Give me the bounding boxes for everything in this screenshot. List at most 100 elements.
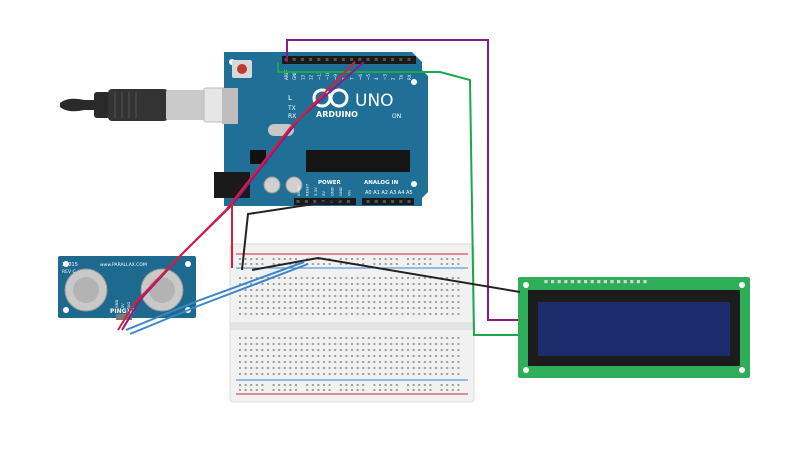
breadboard-hole[interactable] (457, 307, 460, 309)
breadboard-hole[interactable] (244, 263, 247, 265)
breadboard-hole[interactable] (306, 384, 309, 386)
breadboard-hole[interactable] (283, 313, 286, 315)
breadboard-hole[interactable] (395, 307, 398, 309)
breadboard-hole[interactable] (362, 355, 365, 357)
breadboard-hole[interactable] (418, 343, 421, 345)
breadboard-hole[interactable] (272, 384, 275, 386)
breadboard-hole[interactable] (334, 367, 337, 369)
breadboard-hole[interactable] (418, 313, 421, 315)
breadboard-hole[interactable] (407, 349, 409, 351)
breadboard-hole[interactable] (278, 263, 281, 265)
breadboard-hole[interactable] (289, 384, 292, 386)
breadboard-hole[interactable] (440, 389, 443, 391)
breadboard-hole[interactable] (390, 349, 393, 351)
breadboard-hole[interactable] (278, 373, 281, 375)
breadboard-hole[interactable] (328, 367, 331, 369)
breadboard-hole[interactable] (429, 349, 432, 351)
breadboard-hole[interactable] (306, 337, 309, 339)
breadboard-hole[interactable] (395, 283, 398, 285)
breadboard-hole[interactable] (395, 355, 398, 357)
breadboard-hole[interactable] (418, 258, 421, 260)
breadboard-hole[interactable] (283, 258, 286, 260)
breadboard-hole[interactable] (407, 337, 409, 339)
breadboard-hole[interactable] (239, 361, 241, 363)
breadboard-hole[interactable] (367, 337, 370, 339)
breadboard-hole[interactable] (401, 361, 404, 363)
breadboard-hole[interactable] (300, 343, 303, 345)
breadboard-hole[interactable] (423, 307, 426, 309)
breadboard-hole[interactable] (451, 349, 454, 351)
breadboard-hole[interactable] (379, 277, 381, 279)
breadboard-hole[interactable] (250, 289, 253, 291)
breadboard-hole[interactable] (244, 367, 247, 369)
breadboard-hole[interactable] (300, 337, 303, 339)
breadboard-hole[interactable] (379, 307, 381, 309)
digital-pin[interactable] (333, 58, 337, 61)
breadboard-hole[interactable] (339, 263, 342, 265)
breadboard-hole[interactable] (300, 355, 303, 357)
breadboard-hole[interactable] (362, 337, 365, 339)
breadboard-hole[interactable] (356, 384, 359, 386)
breadboard-hole[interactable] (272, 301, 275, 303)
breadboard-hole[interactable] (295, 289, 297, 291)
breadboard-hole[interactable] (395, 343, 398, 345)
breadboard-hole[interactable] (440, 349, 443, 351)
breadboard-hole[interactable] (351, 313, 353, 315)
breadboard-hole[interactable] (295, 343, 297, 345)
breadboard-hole[interactable] (244, 337, 247, 339)
breadboard-hole[interactable] (323, 367, 325, 369)
breadboard-hole[interactable] (250, 301, 253, 303)
breadboard-hole[interactable] (250, 277, 253, 279)
breadboard-hole[interactable] (311, 355, 314, 357)
breadboard-hole[interactable] (362, 389, 365, 391)
breadboard-hole[interactable] (423, 367, 426, 369)
power-pin[interactable] (296, 200, 300, 203)
power-pin[interactable] (304, 200, 308, 203)
breadboard-hole[interactable] (339, 337, 342, 339)
breadboard-hole[interactable] (339, 373, 342, 375)
breadboard-hole[interactable] (311, 373, 314, 375)
breadboard-hole[interactable] (289, 355, 292, 357)
breadboard-hole[interactable] (401, 343, 404, 345)
breadboard-hole[interactable] (311, 389, 314, 391)
breadboard-hole[interactable] (334, 349, 337, 351)
breadboard-hole[interactable] (311, 384, 314, 386)
breadboard-hole[interactable] (362, 263, 365, 265)
breadboard-hole[interactable] (373, 301, 376, 303)
breadboard-hole[interactable] (457, 367, 460, 369)
breadboard-hole[interactable] (300, 283, 303, 285)
breadboard-hole[interactable] (379, 313, 381, 315)
breadboard-hole[interactable] (255, 343, 258, 345)
breadboard-hole[interactable] (255, 263, 258, 265)
breadboard-hole[interactable] (356, 289, 359, 291)
breadboard-hole[interactable] (328, 301, 331, 303)
breadboard-hole[interactable] (418, 355, 421, 357)
breadboard-hole[interactable] (362, 361, 365, 363)
breadboard-hole[interactable] (440, 301, 443, 303)
breadboard-hole[interactable] (328, 355, 331, 357)
breadboard-hole[interactable] (440, 373, 443, 375)
breadboard-hole[interactable] (272, 313, 275, 315)
lcd-pin[interactable] (610, 280, 614, 284)
breadboard-hole[interactable] (345, 283, 348, 285)
digital-pin[interactable] (382, 58, 386, 61)
breadboard-hole[interactable] (339, 277, 342, 279)
breadboard-hole[interactable] (446, 349, 449, 351)
breadboard-hole[interactable] (334, 301, 337, 303)
breadboard-hole[interactable] (345, 277, 348, 279)
breadboard-hole[interactable] (300, 277, 303, 279)
breadboard-hole[interactable] (323, 295, 325, 297)
breadboard-hole[interactable] (451, 373, 454, 375)
breadboard-hole[interactable] (379, 263, 381, 265)
breadboard-hole[interactable] (384, 367, 387, 369)
breadboard-hole[interactable] (457, 295, 460, 297)
breadboard-hole[interactable] (267, 337, 269, 339)
breadboard-hole[interactable] (401, 307, 404, 309)
breadboard-hole[interactable] (384, 389, 387, 391)
breadboard-hole[interactable] (328, 343, 331, 345)
breadboard-hole[interactable] (446, 361, 449, 363)
breadboard-hole[interactable] (379, 258, 381, 260)
breadboard-hole[interactable] (278, 337, 281, 339)
breadboard-hole[interactable] (412, 349, 415, 351)
breadboard-hole[interactable] (356, 361, 359, 363)
